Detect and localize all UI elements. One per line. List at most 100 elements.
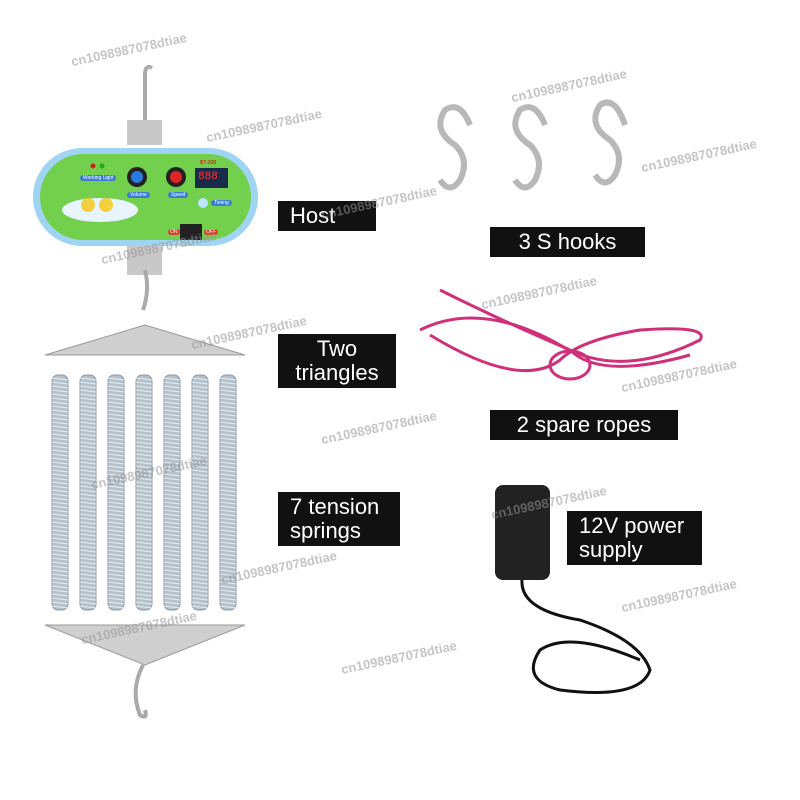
spring-coil bbox=[107, 385, 125, 389]
tension-springs bbox=[51, 374, 237, 611]
volume-label: Volume bbox=[127, 192, 150, 198]
spring-coil bbox=[107, 377, 125, 381]
spring-coil bbox=[163, 433, 181, 437]
spring-coil bbox=[135, 549, 153, 553]
spring-coil bbox=[191, 605, 209, 609]
spring-coil bbox=[191, 405, 209, 409]
spring-coil bbox=[191, 585, 209, 589]
spring-coil bbox=[135, 485, 153, 489]
spring-coil bbox=[51, 397, 69, 401]
spring-coil bbox=[107, 601, 125, 605]
spring-coil bbox=[135, 425, 153, 429]
spring-coil bbox=[107, 525, 125, 529]
spring-coil bbox=[163, 481, 181, 485]
spring-coil bbox=[191, 549, 209, 553]
spring-coil bbox=[51, 605, 69, 609]
spring-coil bbox=[79, 497, 97, 501]
spring-coil bbox=[51, 465, 69, 469]
spring-coil bbox=[191, 565, 209, 569]
spring-coil bbox=[163, 405, 181, 409]
spring-coil bbox=[219, 409, 237, 413]
spring-coil bbox=[107, 393, 125, 397]
spring-coil bbox=[163, 417, 181, 421]
spring-coil bbox=[191, 457, 209, 461]
spring-coil bbox=[107, 429, 125, 433]
spring-coil bbox=[79, 389, 97, 393]
spring-coil bbox=[135, 433, 153, 437]
spring-coil bbox=[79, 513, 97, 517]
spring-coil bbox=[79, 561, 97, 565]
spring-coil bbox=[107, 541, 125, 545]
spring-coil bbox=[79, 597, 97, 601]
spring-coil bbox=[163, 569, 181, 573]
spring-coil bbox=[135, 509, 153, 513]
spring-coil bbox=[79, 605, 97, 609]
spring-coil bbox=[163, 557, 181, 561]
spring-coil bbox=[219, 413, 237, 417]
spring-coil bbox=[163, 585, 181, 589]
spring-coil bbox=[51, 417, 69, 421]
spring-coil bbox=[219, 489, 237, 493]
spring-coil bbox=[79, 413, 97, 417]
spring-coil bbox=[163, 565, 181, 569]
spring-coil bbox=[79, 473, 97, 477]
spring-coil bbox=[107, 425, 125, 429]
spring-coil bbox=[219, 521, 237, 525]
spring-coil bbox=[79, 585, 97, 589]
spring-coil bbox=[51, 433, 69, 437]
top-triangle-plate bbox=[44, 324, 246, 356]
spring-coil bbox=[51, 573, 69, 577]
spring-coil bbox=[219, 465, 237, 469]
spring-coil bbox=[163, 537, 181, 541]
spring-coil bbox=[163, 525, 181, 529]
spring-coil bbox=[51, 521, 69, 525]
spring-coil bbox=[107, 405, 125, 409]
spring-coil bbox=[107, 577, 125, 581]
switch-off-label: OFF bbox=[204, 229, 218, 235]
spring-coil bbox=[135, 565, 153, 569]
power-switch bbox=[180, 224, 202, 240]
spring-coil bbox=[51, 477, 69, 481]
spring-coil bbox=[107, 473, 125, 477]
label-s-hooks: 3 S hooks bbox=[490, 227, 645, 257]
spring-coil bbox=[163, 401, 181, 405]
spring-coil bbox=[135, 461, 153, 465]
spring-coil bbox=[79, 405, 97, 409]
spring-coil bbox=[219, 397, 237, 401]
spring-coil bbox=[219, 501, 237, 505]
spring-coil bbox=[163, 497, 181, 501]
spring-coil bbox=[219, 569, 237, 573]
spring-coil bbox=[163, 533, 181, 537]
s-hooks bbox=[437, 99, 628, 191]
spring-coil bbox=[191, 465, 209, 469]
spring-coil bbox=[191, 453, 209, 457]
spring-coil bbox=[51, 529, 69, 533]
spring-coil bbox=[191, 409, 209, 413]
spring-coil bbox=[107, 401, 125, 405]
spring-coil bbox=[191, 593, 209, 597]
spring-coil bbox=[191, 473, 209, 477]
spring-coil bbox=[51, 493, 69, 497]
spring-coil bbox=[219, 453, 237, 457]
spring-coil bbox=[135, 537, 153, 541]
spring-coil bbox=[51, 437, 69, 441]
spring-coil bbox=[191, 429, 209, 433]
spring-coil bbox=[163, 449, 181, 453]
spring-coil bbox=[135, 481, 153, 485]
spring-coil bbox=[191, 601, 209, 605]
spring-coil bbox=[163, 509, 181, 513]
spring-coil bbox=[219, 573, 237, 577]
spring-coil bbox=[163, 581, 181, 585]
spring-coil bbox=[107, 413, 125, 417]
spring-coil bbox=[191, 521, 209, 525]
spring-coil bbox=[191, 381, 209, 385]
timing-label: Timing bbox=[211, 200, 232, 206]
spring-coil bbox=[79, 569, 97, 573]
spring-coil bbox=[191, 425, 209, 429]
working-light-label: Working Light bbox=[80, 175, 117, 181]
spring-coil bbox=[79, 565, 97, 569]
spring-coil bbox=[191, 517, 209, 521]
spring-coil bbox=[219, 381, 237, 385]
spring-coil bbox=[135, 453, 153, 457]
